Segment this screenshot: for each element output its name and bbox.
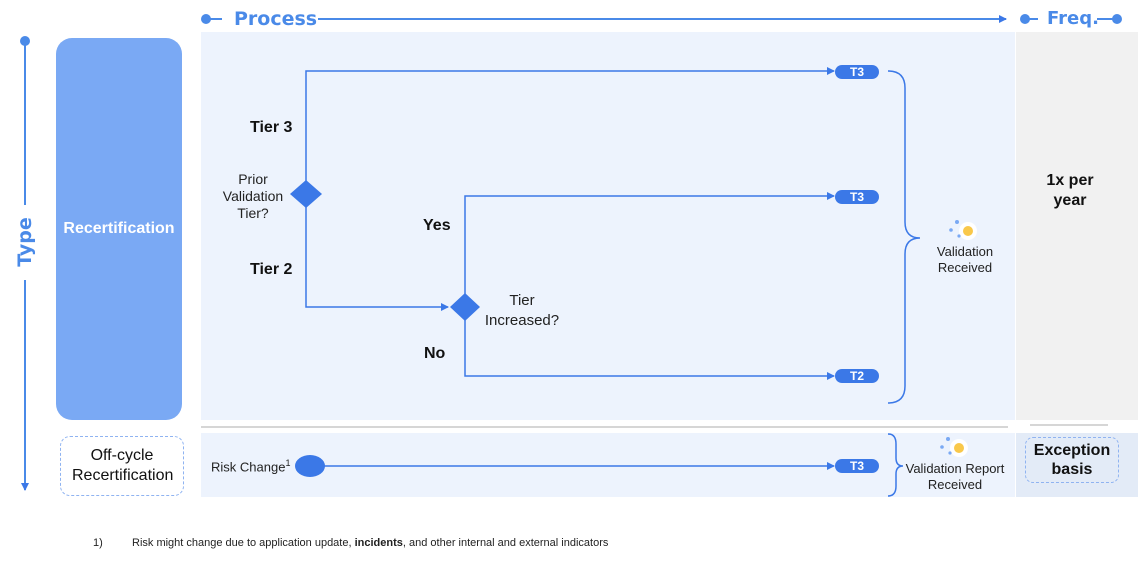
validation-brace xyxy=(887,70,921,404)
validation-received-icon xyxy=(949,220,977,240)
footnote-number: 1) xyxy=(93,537,103,549)
process-panel-offcycle xyxy=(201,433,1015,497)
outcome-pill-t3-top: T3 xyxy=(835,65,879,79)
offcycle-frequency-box: Exception basis xyxy=(1025,437,1119,483)
risk-change-node xyxy=(295,455,325,477)
footnote-text: Risk might change due to application upd… xyxy=(132,537,608,549)
recertification-type-box: Recertification xyxy=(56,38,182,420)
yes-label: Yes xyxy=(423,217,451,234)
process-header: Process xyxy=(234,8,318,30)
offcycle-label: Off-cycle Recertification xyxy=(72,447,174,484)
no-branch-line xyxy=(464,307,835,380)
footnote-text-after: , and other internal and external indica… xyxy=(402,537,609,549)
frequency-panel-recertification xyxy=(1016,32,1138,420)
footnote-text-before: Risk might change due to application upd… xyxy=(132,537,355,549)
outcome-pill-t2: T2 xyxy=(835,369,879,383)
type-header: Type xyxy=(14,217,36,267)
tier-increased-label: Tier Increased? xyxy=(484,292,560,329)
recertification-frequency: 1x per year xyxy=(1046,172,1094,209)
validation-received-label: Validation Received xyxy=(936,244,994,275)
risk-change-text: Risk Change xyxy=(211,459,286,475)
tier3-label: Tier 3 xyxy=(250,119,293,136)
recertification-label: Recertification xyxy=(63,220,175,237)
tier2-label: Tier 2 xyxy=(250,261,293,278)
freq-axis-end-dot xyxy=(1112,14,1122,24)
prior-tier-decision-diamond xyxy=(290,180,322,208)
offcycle-type-box: Off-cycle Recertification xyxy=(60,436,184,496)
process-panel-recertification xyxy=(201,32,1015,420)
no-label: No xyxy=(424,345,446,362)
risk-change-footnote-ref: 1 xyxy=(285,458,291,468)
validation-report-icon xyxy=(940,437,968,457)
tier2-branch-line xyxy=(305,194,449,311)
outcome-pill-t3-mid: T3 xyxy=(835,190,879,204)
tier3-branch-line xyxy=(305,67,835,194)
prior-tier-label: Prior Validation Tier? xyxy=(222,171,284,221)
report-brace xyxy=(887,433,904,497)
freq-header: Freq. xyxy=(1047,8,1099,29)
tier-increased-decision-diamond xyxy=(450,293,480,321)
validation-report-received-label: Validation Report Received xyxy=(905,461,1005,492)
risk-change-label: Risk Change1 xyxy=(211,458,290,474)
yes-branch-line xyxy=(464,192,835,307)
offcycle-frequency: Exception basis xyxy=(1033,442,1111,478)
outcome-pill-t3-offcycle: T3 xyxy=(835,459,879,473)
footnote-text-bold: incidents xyxy=(354,537,403,549)
